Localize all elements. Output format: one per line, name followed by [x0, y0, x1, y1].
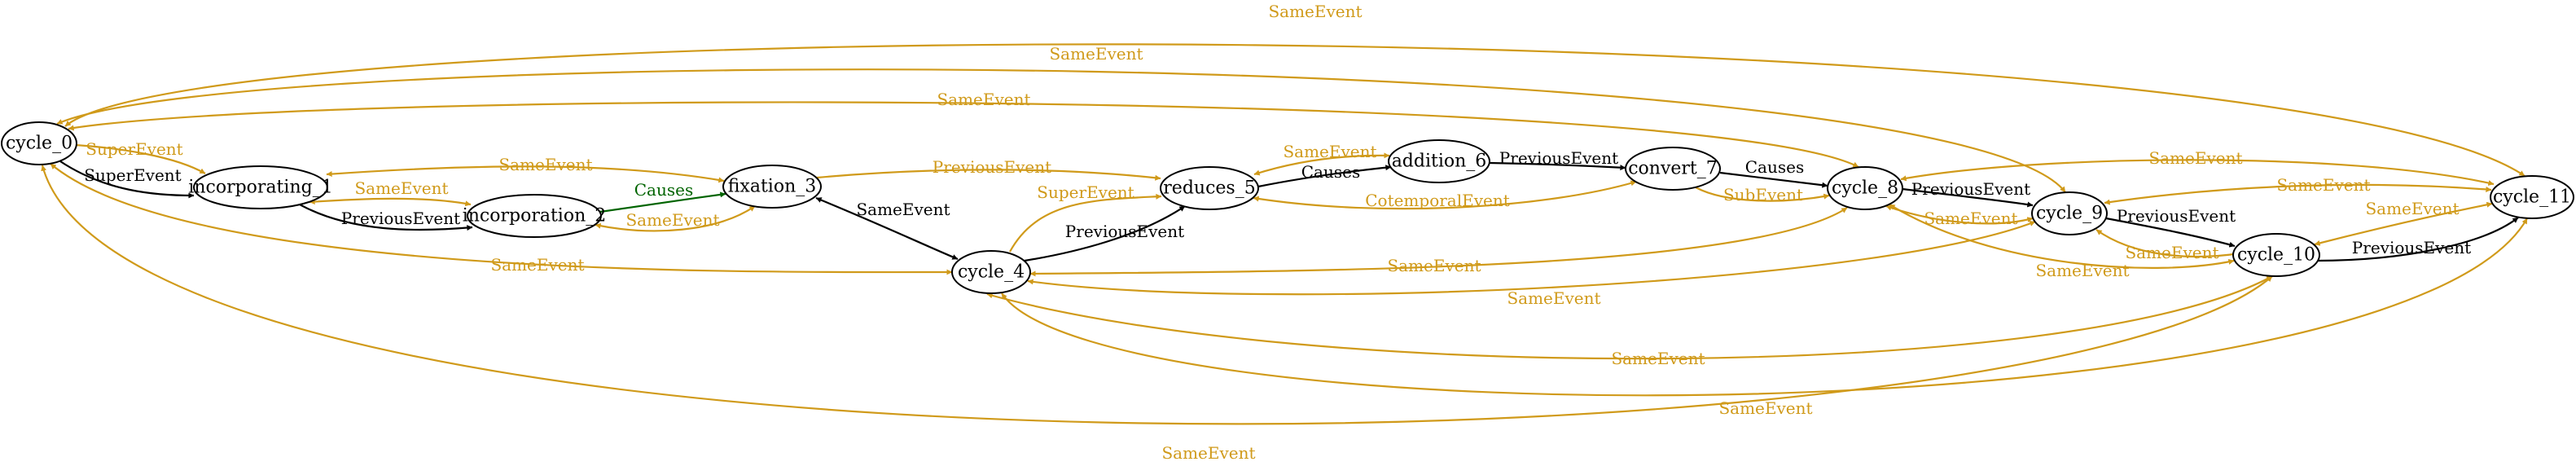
edge-label-e30: SameEvent: [2035, 261, 2129, 280]
edge-cycle_0-cycle_10-sameevent: [41, 165, 2273, 425]
node-label: convert_7: [1628, 159, 1718, 179]
edge-label-e15: SuperEvent: [1037, 182, 1134, 202]
edge-label-e24: PreviousEvent: [1499, 148, 1618, 168]
edge-cycle_4-cycle_11-sameevent: [1001, 218, 2528, 397]
edge-label-e29: SameEvent: [1924, 209, 2017, 228]
edge-label-e14: SameEvent: [856, 200, 950, 219]
node-cycle_10[interactable]: cycle_10: [2232, 233, 2320, 277]
node-cycle_8[interactable]: cycle_8: [1827, 166, 1903, 210]
node-incorporating_1[interactable]: incorporating_1: [188, 165, 333, 209]
edge-layer: [41, 43, 2528, 425]
edge-label-e11: Causes: [634, 180, 693, 200]
node-ellipse: [2232, 233, 2320, 277]
node-ellipse: [1, 121, 77, 165]
node-cycle_4[interactable]: cycle_4: [951, 250, 1031, 294]
edge-cycle_0-cycle_9-sameevent: [56, 68, 2066, 193]
edge-reduces_5-addition_6-sameevent: [1253, 152, 1390, 176]
node-addition_6[interactable]: addition_6: [1388, 139, 1490, 183]
edge-label-e25: Causes: [1745, 157, 1804, 177]
edge-label-e09: SameEvent: [354, 178, 448, 198]
node-label: cycle_8: [1832, 178, 1898, 199]
edge-label-e07: SameEvent: [1161, 443, 1255, 463]
edge-label-e28: PreviousEvent: [1911, 179, 2030, 199]
edge-fixation_3-cycle_4-sameevent: [815, 196, 959, 261]
edge-label-e31: SameEvent: [2276, 175, 2370, 195]
edge-label-e13: PreviousEvent: [933, 157, 1051, 177]
edge-label-e33: SameEvent: [2125, 243, 2218, 262]
node-ellipse: [2031, 191, 2108, 235]
node-ellipse: [193, 165, 328, 209]
node-ellipse: [951, 250, 1031, 294]
node-layer: cycle_0 incorporating_1 incorporation_2 fix…: [1, 121, 2574, 294]
edge-label-e05: SuperEvent: [84, 165, 181, 185]
edge-label-e10: PreviousEvent: [341, 209, 460, 228]
edge-label-e08: SameEvent: [498, 155, 592, 174]
edge-convert_7-cycle_8-subevent: [1695, 187, 1830, 202]
edge-label-e16: PreviousEvent: [1065, 222, 1184, 241]
node-label: cycle_0: [6, 134, 72, 154]
edge-reduces_5-convert_7-cotemporalevent: [1253, 180, 1637, 210]
edge-label-e19: SameEvent: [1611, 349, 1705, 368]
edge-label-e03: SameEvent: [937, 90, 1030, 109]
node-label: cycle_11: [2493, 187, 2571, 208]
node-ellipse: [722, 165, 822, 209]
edge-cycle_9-cycle_10-sameevent: [2095, 229, 2240, 258]
edge-incorporating_1-incorporation_2-sameevent: [309, 197, 472, 207]
edge-cycle_8-cycle_11-sameevent: [1900, 159, 2495, 186]
edge-cycle_10-cycle_11-previousevent: [2315, 217, 2519, 262]
node-cycle_0[interactable]: cycle_0: [1, 121, 77, 165]
edge-cycle_8-cycle_9-previousevent: [1902, 187, 2034, 208]
edge-label-e04: SuperEvent: [86, 139, 182, 159]
edge-cycle_0-cycle_8-sameevent: [68, 101, 1859, 168]
node-label: reduces_5: [1163, 178, 1255, 199]
edge-label-e20: SameEvent: [1718, 398, 1812, 418]
edge-label-e35: PreviousEvent: [2352, 238, 2471, 257]
node-cycle_9[interactable]: cycle_9: [2031, 191, 2108, 235]
node-incorporation_2[interactable]: incorporation_2: [463, 194, 607, 238]
edge-label-e32: PreviousEvent: [2117, 206, 2236, 226]
node-label: fixation_3: [728, 177, 817, 197]
edge-label-e02: SameEvent: [1049, 44, 1143, 64]
edge-cycle_4-cycle_10-sameevent: [986, 275, 2273, 360]
edge-incorporating_1-fixation_3-sameevent: [326, 165, 725, 183]
edge-label-e01: SameEvent: [1268, 2, 1362, 21]
edge-cycle_8-cycle_10-sameevent: [1889, 204, 2235, 269]
edge-label-e18: SameEvent: [1507, 288, 1600, 308]
edge-label-layer: SameEventSameEventSameEventSuperEventSup…: [84, 2, 2471, 463]
node-ellipse: [1827, 166, 1903, 210]
node-fixation_3[interactable]: fixation_3: [722, 165, 822, 209]
edge-label-e26: SubEvent: [1723, 185, 1803, 204]
edge-label-e22: Causes: [1301, 162, 1360, 182]
node-label: cycle_9: [2036, 204, 2103, 224]
edge-cycle_9-cycle_11-sameevent: [2104, 183, 2492, 205]
edge-label-e21: SameEvent: [1283, 142, 1376, 161]
edge-fixation_3-reduces_5-previousevent: [816, 169, 1161, 181]
edge-convert_7-cycle_8-causes: [1719, 171, 1828, 188]
edge-label-e06: SameEvent: [490, 255, 584, 275]
node-ellipse: [1388, 139, 1490, 183]
edge-label-e17: SameEvent: [1387, 256, 1481, 275]
edge-cycle_0-cycle_11-sameevent: [64, 43, 2526, 177]
node-label: incorporation_2: [463, 206, 607, 226]
edge-cycle_10-cycle_11-sameevent: [2314, 201, 2493, 246]
node-cycle_11[interactable]: cycle_11: [2490, 175, 2574, 219]
node-convert_7[interactable]: convert_7: [1625, 147, 1721, 191]
edge-incorporating_1-incorporation_2-previousevent: [299, 204, 473, 231]
edge-label-e34: SameEvent: [2365, 199, 2459, 218]
node-label: cycle_4: [958, 262, 1025, 283]
node-label: incorporating_1: [188, 178, 332, 198]
edge-incorporation_2-fixation_3-sameevent: [595, 205, 756, 232]
edge-label-e27: SameEvent: [2148, 148, 2242, 168]
edge-label-e23: CotemporalEvent: [1365, 191, 1510, 210]
node-ellipse: [2490, 175, 2574, 219]
node-reduces_5[interactable]: reduces_5: [1160, 166, 1259, 210]
node-ellipse: [1625, 147, 1721, 191]
edge-addition_6-convert_7-previousevent: [1489, 161, 1626, 171]
node-label: addition_6: [1392, 152, 1487, 172]
node-ellipse: [467, 194, 602, 238]
node-ellipse: [1160, 166, 1259, 210]
edge-label-e12: SameEvent: [625, 210, 719, 230]
node-label: cycle_10: [2237, 245, 2315, 266]
